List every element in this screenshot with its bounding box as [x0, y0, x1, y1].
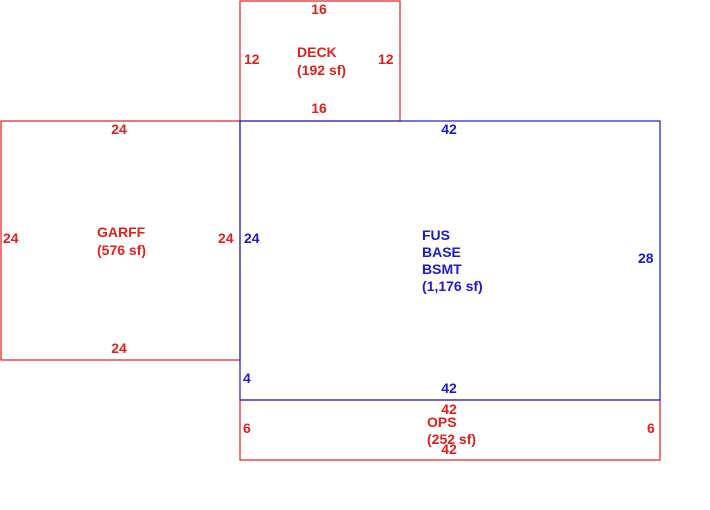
- main-lower-left-dim: 4: [243, 370, 251, 386]
- ops-top-dim: 42: [441, 401, 457, 417]
- ops-left-dim: 6: [243, 420, 251, 436]
- garage-top-dim: 24: [111, 121, 127, 137]
- ops-area: (252 sf): [427, 431, 476, 447]
- garage-outline: [0, 120, 241, 361]
- garage-right-dim: 24: [218, 230, 234, 246]
- main-right-dim: 28: [638, 250, 654, 266]
- garage-bottom-dim: 24: [111, 340, 127, 356]
- garage-area: (576 sf): [97, 242, 146, 258]
- deck-top-dim: 16: [311, 1, 327, 17]
- garage-left-dim: 24: [3, 230, 19, 246]
- main-label-line2: BASE: [422, 244, 461, 260]
- ops-name: OPS: [427, 414, 457, 430]
- ops-right-dim: 6: [647, 420, 655, 436]
- deck-bottom-dim: 16: [311, 100, 327, 116]
- main-label-line3: BSMT: [422, 261, 462, 277]
- main-bottom-dim: 42: [441, 380, 457, 396]
- deck-area: (192 sf): [297, 62, 346, 78]
- main-left-dim: 24: [244, 230, 260, 246]
- main-area: (1,176 sf): [422, 278, 483, 294]
- main-outline: [239, 120, 661, 401]
- ops-bottom-dim: 42: [441, 441, 457, 457]
- deck-left-dim: 12: [244, 51, 260, 67]
- garage-name: GARFF: [97, 224, 146, 240]
- deck-right-dim: 12: [378, 51, 394, 67]
- main-label-line1: FUS: [422, 227, 450, 243]
- main-top-dim: 42: [441, 121, 457, 137]
- deck-name: DECK: [297, 44, 337, 60]
